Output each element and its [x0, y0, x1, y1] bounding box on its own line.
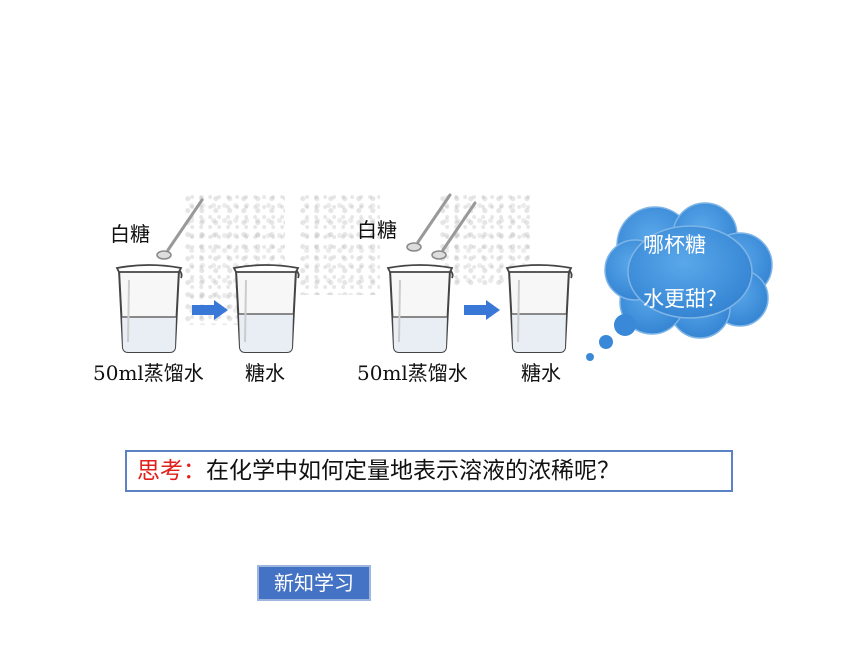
beaker-icon-water-right [386, 264, 454, 353]
cloud-text-line2: 水更甜？ [643, 287, 727, 311]
water-label-right: 50ml蒸馏水 [357, 361, 468, 385]
arrow-icon-left [192, 300, 228, 320]
result-label-right: 糖水 [521, 361, 561, 385]
water-label-left: 50ml蒸馏水 [93, 361, 204, 385]
beaker-icon-sugarwater-right [505, 264, 573, 353]
question-text: 在化学中如何定量地表示溶液的浓稀呢？ [206, 458, 620, 484]
spoon-icon-right-b [431, 201, 477, 260]
result-label-left: 糖水 [245, 361, 285, 385]
question-label: 思考： [137, 458, 206, 484]
spoon-icon-left [156, 198, 204, 260]
spoon-icon-right-a [406, 193, 452, 252]
beaker-icon-sugarwater-left [232, 264, 300, 353]
cloud-text-line1: 哪杯糖 [643, 233, 706, 257]
beaker-icon-water-left [115, 264, 183, 353]
sugar-label-right: 白糖 [357, 218, 397, 242]
thought-cloud [586, 202, 773, 361]
new-knowledge-button[interactable]: 新知学习 [257, 565, 371, 601]
sugar-label-left: 白糖 [110, 222, 150, 246]
background-texture-mid [300, 195, 380, 295]
arrow-icon-right [464, 300, 500, 320]
question-box: 思考：在化学中如何定量地表示溶液的浓稀呢？ [125, 450, 733, 492]
